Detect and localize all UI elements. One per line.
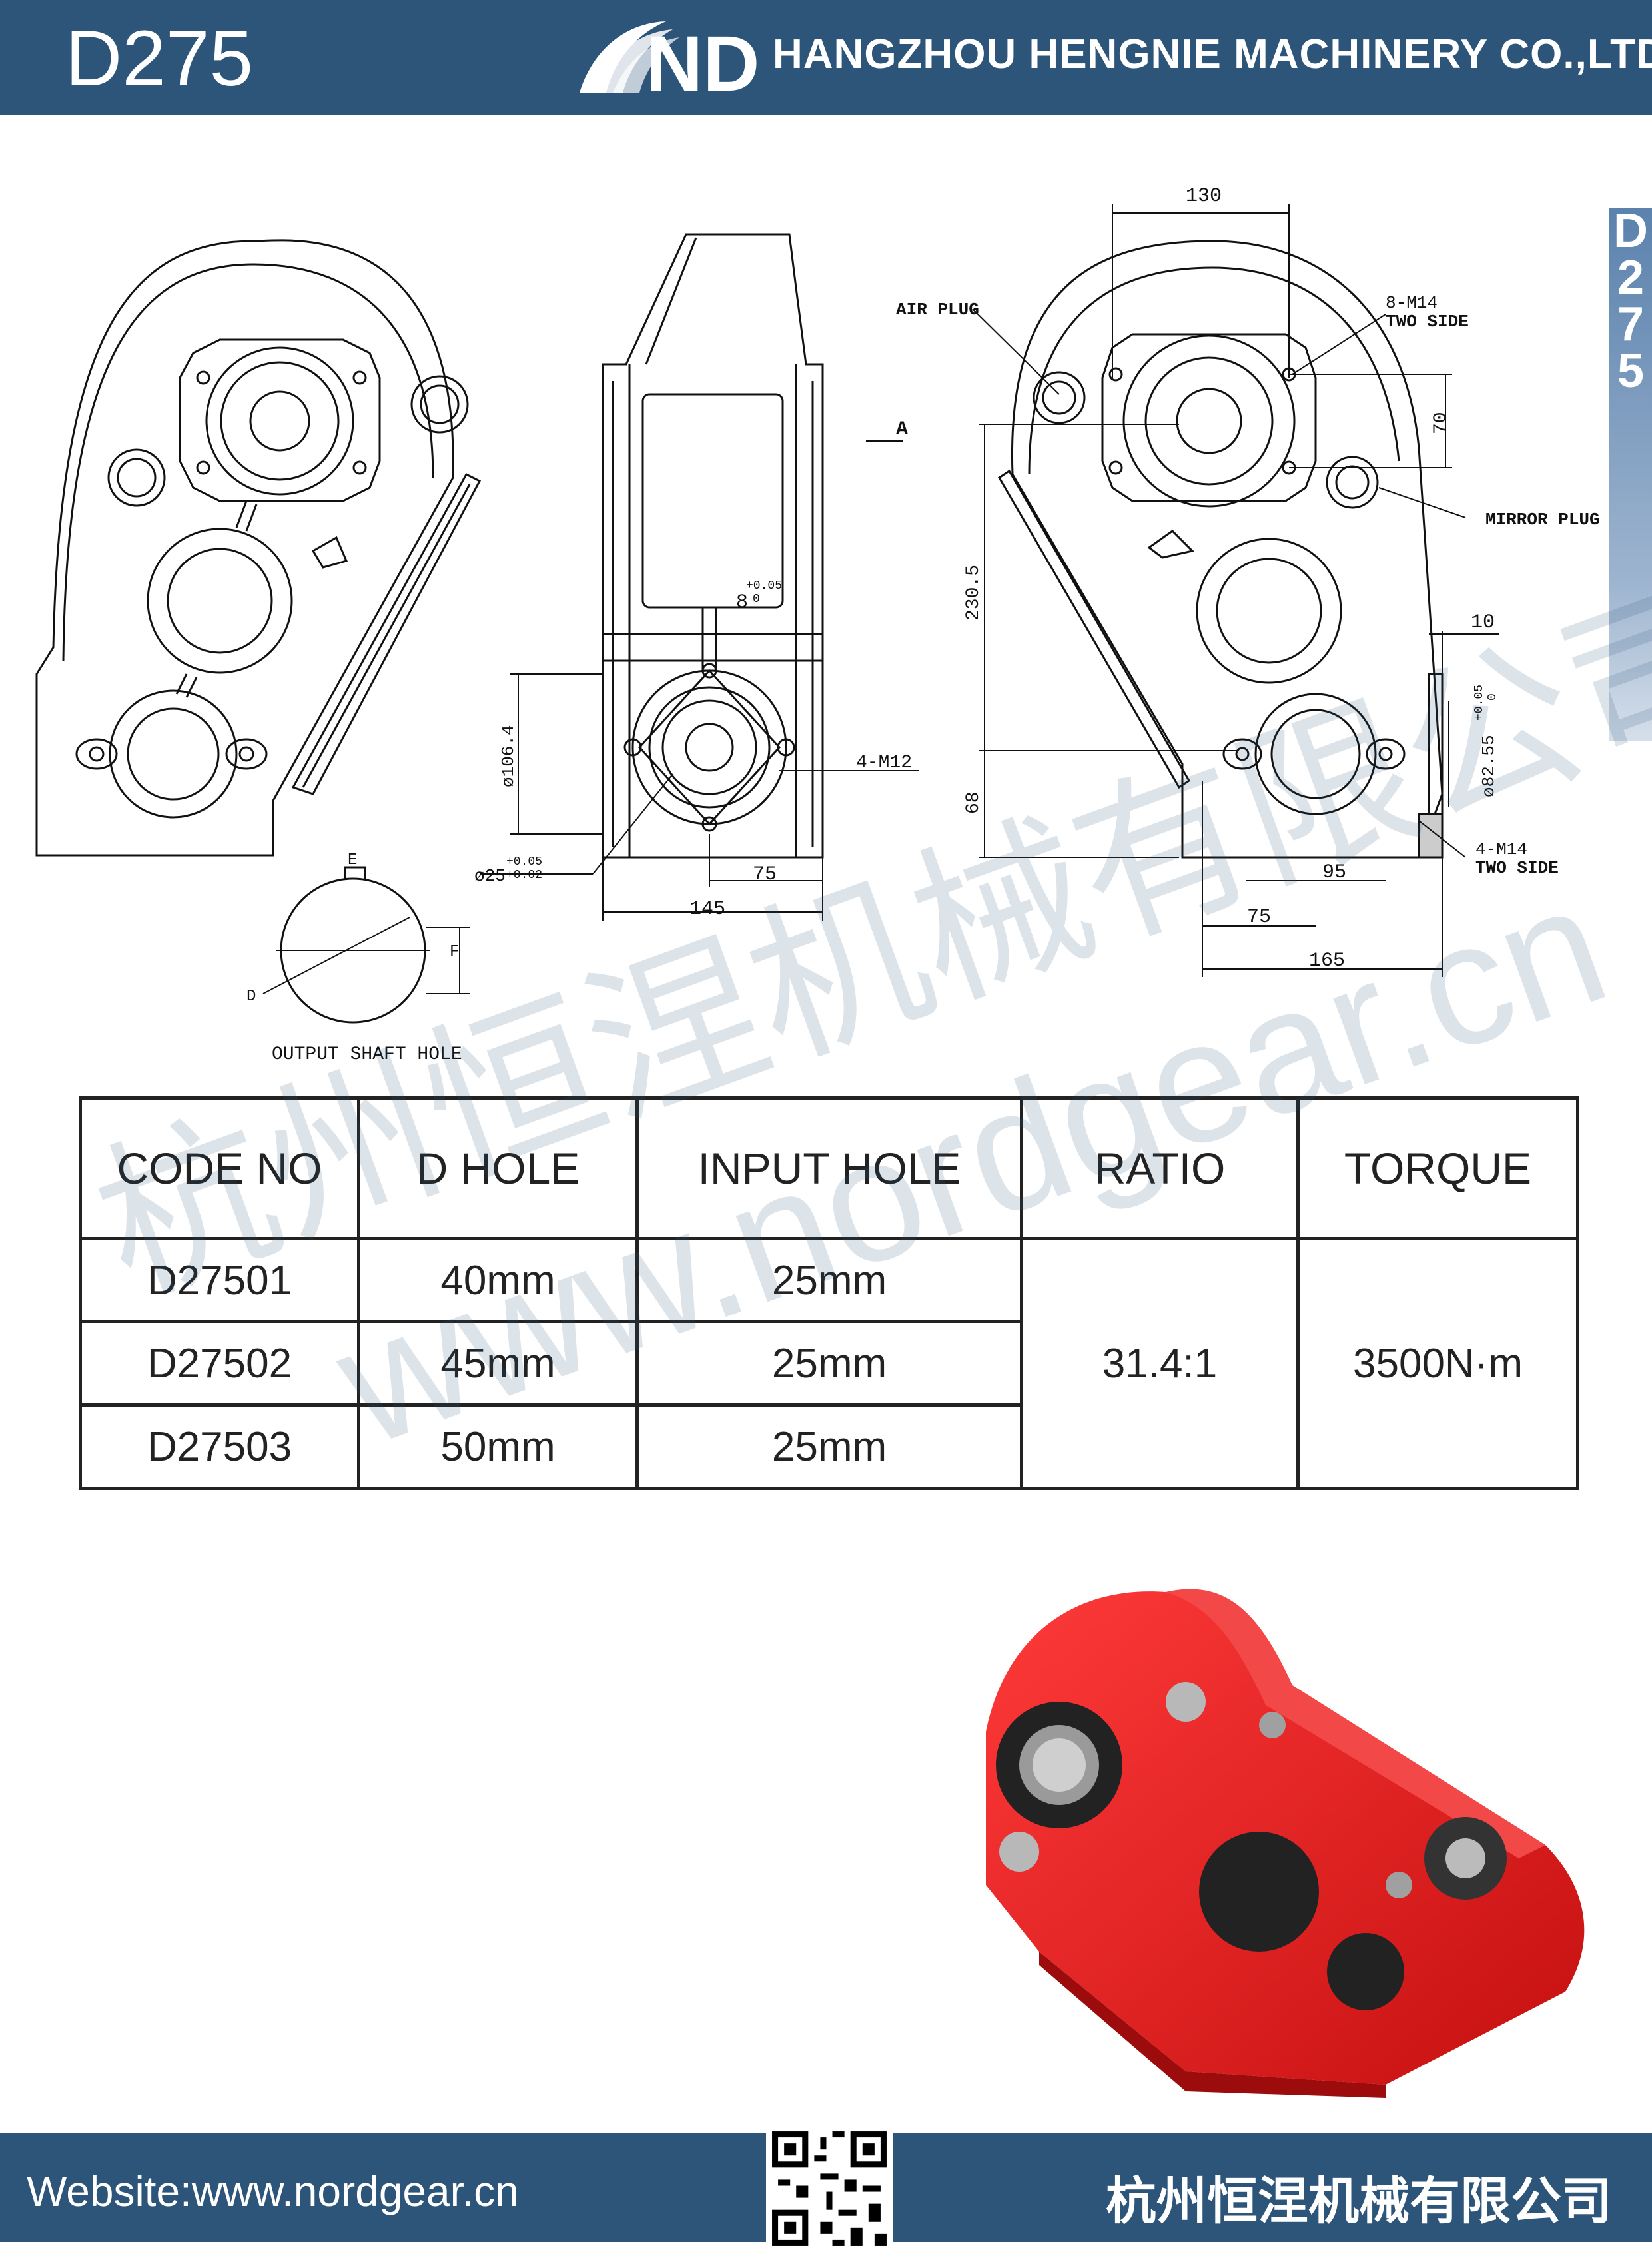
dim-75-right: 75: [1247, 906, 1271, 929]
output-shaft-hole-label: OUTPUT SHAFT HOLE: [272, 1044, 462, 1065]
model-title: D275: [65, 15, 254, 103]
table-header-row: CODE NO D HOLE INPUT HOLE RATIO TORQUE: [79, 1096, 1579, 1240]
dim-95: 95: [1322, 861, 1346, 884]
output-shaft-hole-detail: [280, 866, 426, 1024]
side-model-tab: D 2 7 5: [1609, 204, 1652, 741]
cell-ratio: 31.4:1: [1020, 1237, 1300, 1490]
header-ratio: RATIO: [1020, 1096, 1300, 1240]
cell-input-hole: 25mm: [635, 1403, 1023, 1490]
dim-25-tol-upper: +0.05: [506, 855, 542, 869]
table-row: D27502 45mm 25mm: [79, 1320, 1578, 1407]
dim-106-4: ø106.4: [498, 725, 518, 787]
side-tab-char: 2: [1617, 251, 1645, 304]
bolts-top-label: 8-M14: [1386, 293, 1438, 313]
header-d-hole: D HOLE: [357, 1096, 639, 1240]
key-e-label: E: [348, 851, 357, 869]
cell-input-hole: 25mm: [635, 1237, 1023, 1323]
header-code-no: CODE NO: [79, 1096, 360, 1240]
side-tab-char: D: [1613, 204, 1648, 258]
dim-70: 70: [1431, 412, 1451, 434]
bolts-bottom-label: 4-M14: [1475, 839, 1527, 859]
company-name: HANGZHOU HENGNIE MACHINERY CO.,LTD: [773, 31, 1652, 77]
spec-table: CODE NO D HOLE INPUT HOLE RATIO TORQUE D…: [79, 1096, 1579, 1490]
dim-130: 130: [1186, 185, 1222, 208]
air-plug-label: AIR PLUG: [896, 300, 979, 320]
table-row: D27503 50mm 25mm: [79, 1403, 1578, 1490]
dim-68: 68: [963, 791, 984, 814]
technical-drawing: 130 70 230.5 10 68 95 75 165 ø82.55 +0.0…: [35, 185, 1600, 1065]
logo-text: ND: [646, 20, 759, 108]
mirror-plug-label: MIRROR PLUG: [1485, 510, 1600, 530]
dim-82-tol-lower: 0: [1486, 693, 1499, 701]
input-bolts-label: 4-M12: [856, 753, 912, 773]
qr-code: [766, 2125, 893, 2252]
key-d-label: D: [246, 988, 256, 1006]
footer-bar: Website:www.nordgear.cn 杭州恒涅机械有限公司: [0, 2125, 1652, 2252]
dim-145: 145: [689, 898, 725, 921]
side-tab-char: 7: [1617, 298, 1645, 351]
header-torque: TORQUE: [1296, 1096, 1579, 1240]
cell-torque: 3500N·m: [1296, 1237, 1579, 1490]
dim-25-tol-lower: +0.02: [506, 869, 542, 882]
dim-165: 165: [1309, 950, 1345, 972]
side-tab-char: 5: [1617, 344, 1645, 398]
dim-8-tol-upper: +0.05: [746, 579, 782, 593]
website-link[interactable]: Website:www.nordgear.cn: [27, 2167, 519, 2215]
view-arrow-label: A: [896, 418, 908, 441]
dim-75-mid: 75: [753, 863, 777, 886]
table-row: D27501 40mm 25mm 31.4:1 3500N·m: [79, 1237, 1579, 1490]
company-name-cn: 杭州恒涅机械有限公司: [1106, 2171, 1612, 2231]
dim-8: 8: [736, 591, 748, 614]
cell-code: D27501: [79, 1237, 360, 1323]
cell-code: D27503: [79, 1403, 360, 1490]
gearbox-photo: [986, 1589, 1585, 2098]
rear-view: [997, 240, 1444, 859]
dim-230-5: 230.5: [963, 565, 984, 621]
header-bar: D275 ND HANGZHOU HENGNIE MACHINERY CO.,L…: [0, 0, 1652, 115]
cell-d-hole: 40mm: [357, 1237, 639, 1323]
front-view: [35, 239, 482, 857]
cell-d-hole: 50mm: [357, 1403, 639, 1490]
side-view: [602, 233, 824, 859]
key-f-label: F: [450, 943, 459, 961]
cell-code: D27502: [79, 1320, 360, 1407]
cell-d-hole: 45mm: [357, 1320, 639, 1407]
two-side-top-label: TWO SIDE: [1386, 312, 1469, 332]
two-side-bottom-label: TWO SIDE: [1475, 858, 1559, 878]
header-input-hole: INPUT HOLE: [635, 1096, 1023, 1240]
dim-10: 10: [1471, 611, 1495, 634]
dim-8-tol-lower: 0: [753, 593, 760, 606]
company-logo: ND: [580, 20, 759, 108]
dim-82-55: ø82.55: [1479, 735, 1499, 797]
cell-input-hole: 25mm: [635, 1320, 1023, 1407]
dim-82-tol-upper: +0.05: [1473, 685, 1486, 721]
dim-25: ø25: [474, 866, 506, 886]
